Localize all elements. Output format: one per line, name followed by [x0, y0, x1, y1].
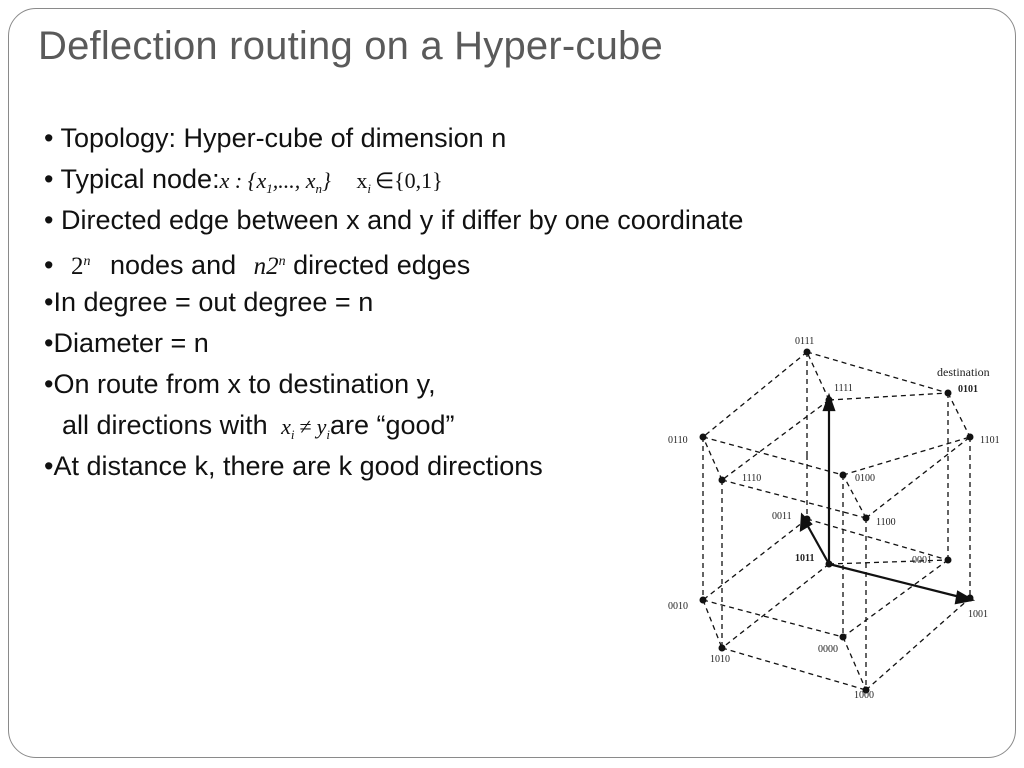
formula-part: x — [281, 414, 291, 439]
bullet-list: • Topology: Hyper-cube of dimension n • … — [44, 118, 743, 487]
formula-sub: 1 — [266, 181, 273, 196]
label-0111: 0111 — [795, 336, 814, 347]
label-0010: 0010 — [668, 601, 688, 612]
label-0100: 0100 — [855, 473, 875, 484]
formula-part: ≠ — [299, 414, 312, 439]
bullet-degree: •In degree = out degree = n — [44, 287, 374, 317]
formula-part: n2 — [253, 253, 279, 280]
formula-part: ,..., x — [272, 168, 316, 193]
node-0010 — [699, 596, 707, 604]
bullet-good-directions: all directions with xi≠yiare “good” — [44, 405, 743, 446]
formula-part: 2 — [70, 253, 84, 280]
node-formula: x : {x1,..., xn} — [219, 168, 331, 196]
directed-edges-text: directed edges — [293, 250, 471, 280]
slide-frame — [8, 8, 1016, 758]
node-1001 — [966, 594, 974, 602]
node-1100 — [862, 514, 870, 522]
label-1110: 1110 — [742, 473, 761, 484]
bullet-dot: • — [44, 250, 54, 280]
label-1101: 1101 — [980, 435, 1000, 446]
label-0101: 0101 — [958, 384, 978, 395]
label-0001: 0001 — [912, 555, 932, 566]
node-1101 — [966, 433, 974, 441]
bullet-directed-edge: • Directed edge between x and y if diffe… — [44, 205, 744, 235]
node-1110 — [718, 476, 726, 484]
label-1000: 1000 — [854, 690, 874, 700]
label-0000: 0000 — [818, 644, 838, 655]
node-1011 — [825, 560, 833, 568]
hypercube-diagram: 0111 1111 destination 0101 0110 1101 111… — [668, 336, 1000, 700]
node-0110 — [699, 433, 707, 441]
arrow-right — [828, 562, 965, 600]
bullet-typical-node: • Typical node:x : {x1,..., xn} xi∈{0,1} — [44, 159, 743, 200]
label-0011: 0011 — [772, 511, 792, 522]
edges-count-formula: n2n — [254, 253, 286, 280]
node-0101 — [944, 389, 952, 397]
label-0110: 0110 — [668, 435, 688, 446]
destination-label: destination — [937, 365, 990, 379]
label-1001: 1001 — [968, 609, 988, 620]
formula-part: y — [316, 414, 327, 439]
label-1111: 1111 — [834, 383, 853, 394]
label-1100: 1100 — [876, 517, 896, 528]
formula-sup: n — [83, 254, 91, 269]
neq-formula: xi≠yi — [281, 414, 330, 442]
cube-nodes — [699, 348, 974, 694]
formula-sub: n — [315, 181, 323, 196]
typical-node-label: • Typical node: — [44, 164, 220, 194]
formula-part: } — [322, 168, 331, 193]
bullet-nodes-edges: • 2n nodes and n2n directed edges — [44, 241, 743, 282]
bullet-diameter: •Diameter = n — [44, 328, 209, 358]
nodes-and-text: nodes and — [109, 250, 237, 280]
route-arrows — [799, 392, 976, 605]
node-0111 — [803, 348, 811, 356]
formula-part: ∈{0,1} — [374, 168, 443, 193]
node-1000 — [862, 686, 870, 694]
node-0001 — [944, 556, 952, 564]
node-0011 — [803, 515, 811, 523]
are-good-text: are “good” — [329, 410, 455, 440]
label-1010: 1010 — [710, 654, 730, 665]
bullet-topology: • Topology: Hyper-cube of dimension n — [44, 123, 507, 153]
arrow-left — [804, 520, 830, 565]
directions-text: all directions with — [62, 410, 268, 440]
formula-sub: i — [290, 427, 295, 442]
cube-edges — [702, 351, 971, 691]
formula-part: x — [356, 168, 368, 193]
node-0000 — [839, 633, 847, 641]
formula-sup: n — [278, 254, 286, 269]
formula-part: x : {x — [219, 168, 267, 193]
node-1111 — [825, 396, 833, 404]
bullet-route: •On route from x to destination y, — [44, 369, 436, 399]
node-1010 — [718, 644, 726, 652]
node-labels: 0111 1111 destination 0101 0110 1101 111… — [668, 336, 1000, 700]
bullet-distance: •At distance k, there are k good directi… — [44, 451, 543, 481]
formula-sub: i — [326, 427, 330, 442]
nodes-count-formula: 2n — [71, 253, 91, 280]
node-0100 — [839, 471, 847, 479]
slide-title: Deflection routing on a Hyper-cube — [38, 24, 663, 68]
formula-sub: i — [367, 181, 371, 196]
coordinate-formula: xi∈{0,1} — [356, 168, 443, 196]
label-1011: 1011 — [795, 553, 814, 564]
